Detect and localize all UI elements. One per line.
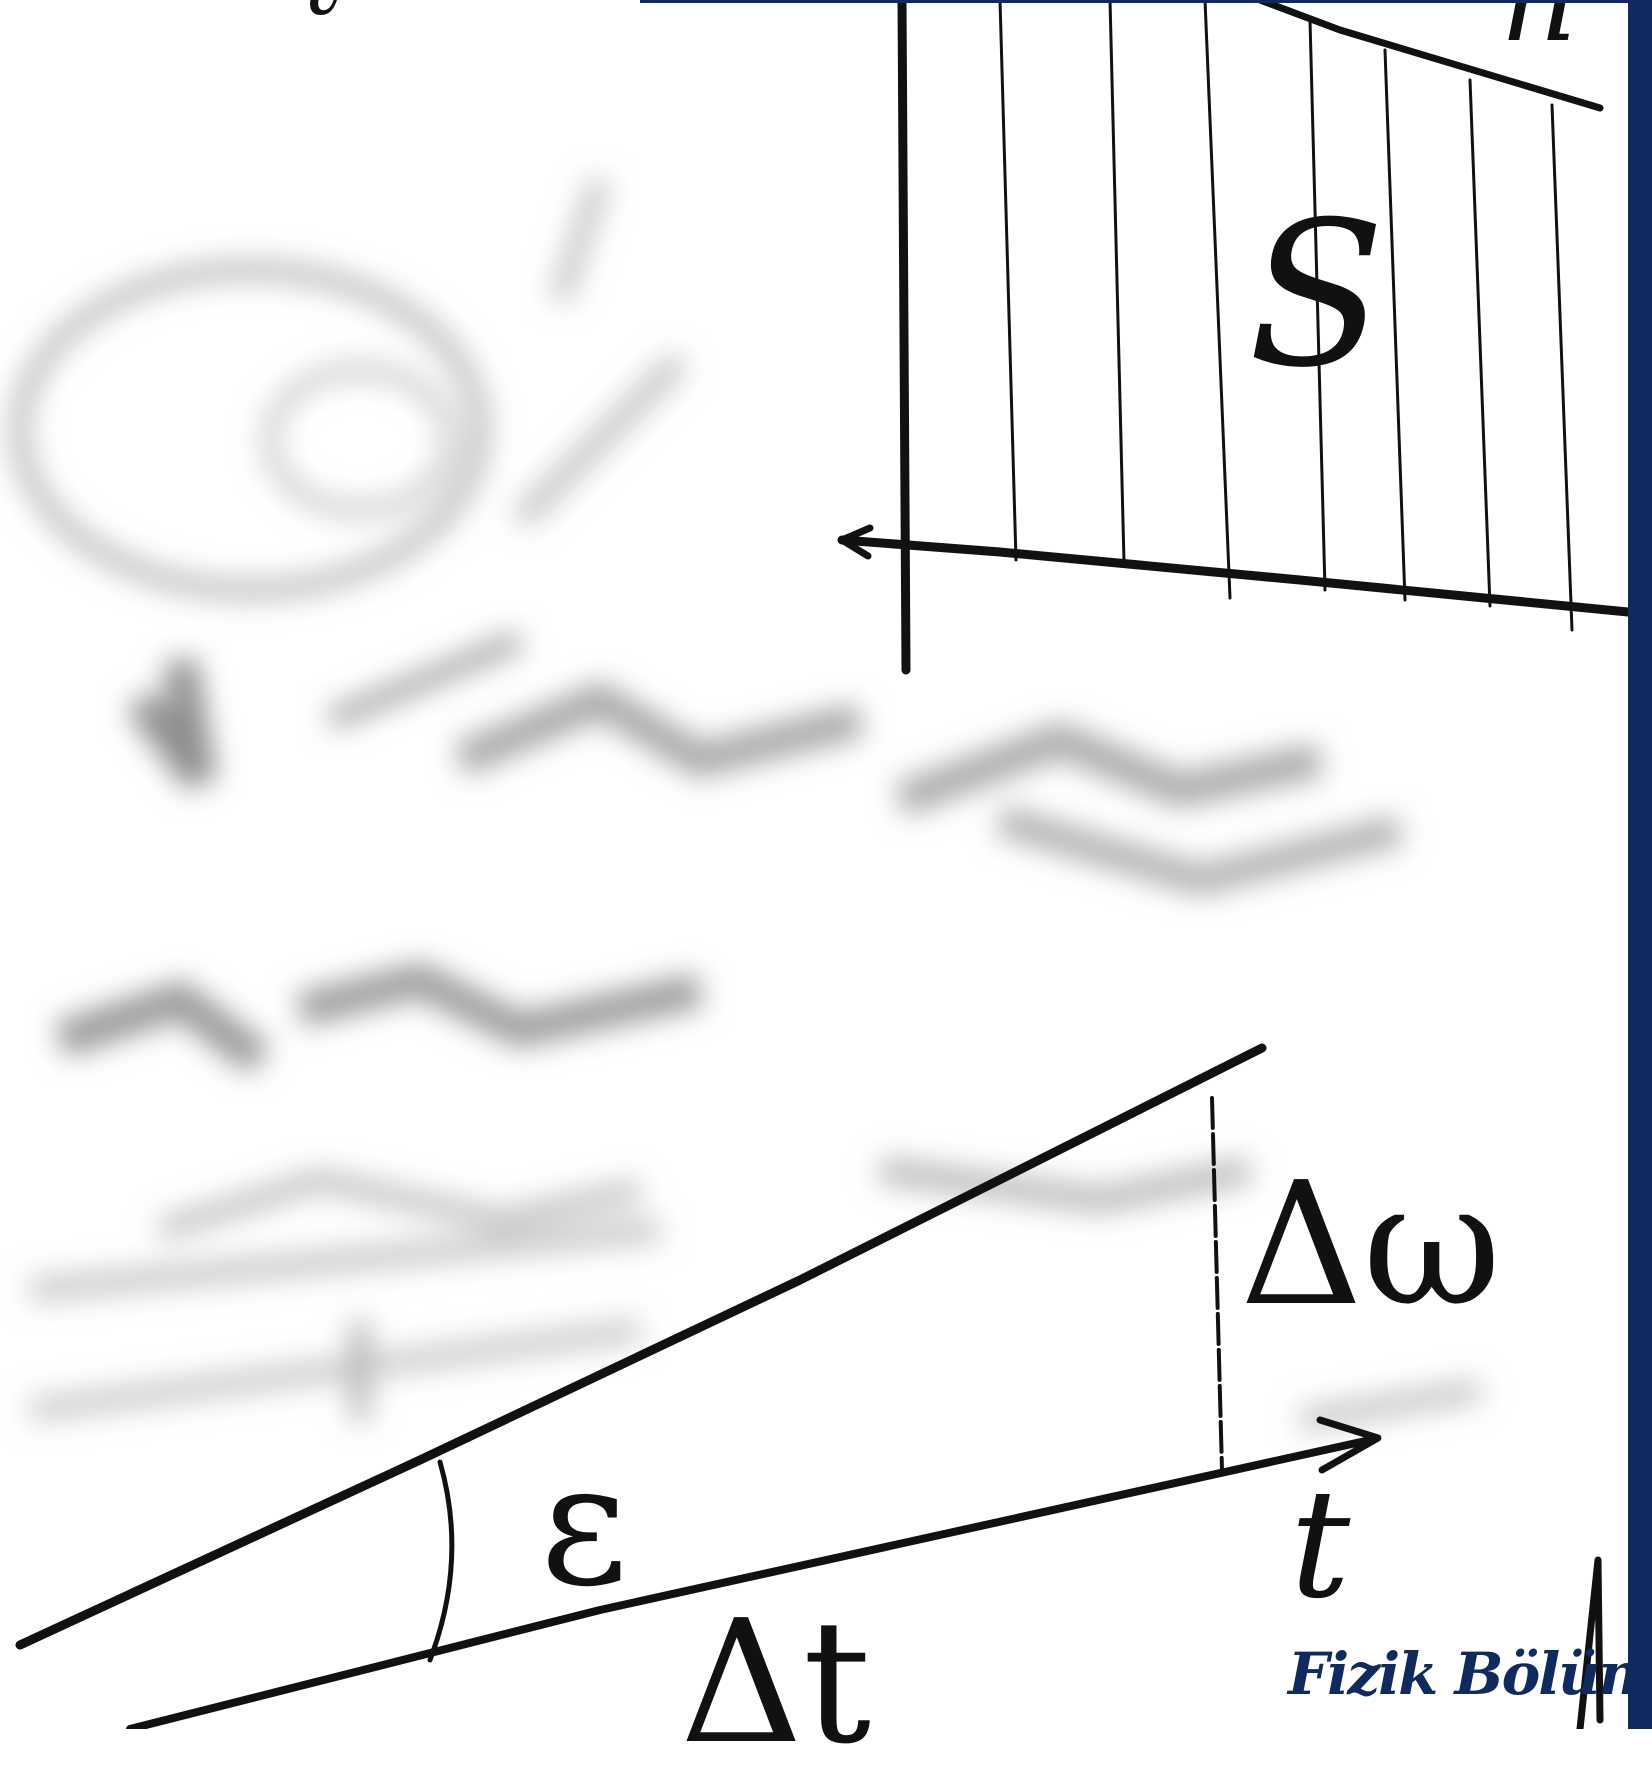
horizontal-axis bbox=[837, 535, 1633, 617]
delta-omega-label: Δω bbox=[1240, 1146, 1502, 1344]
omega-line bbox=[15, 1043, 1267, 1650]
axis-arrowhead bbox=[838, 524, 874, 560]
right-accent-bar bbox=[1628, 0, 1652, 1729]
epsilon-label: ε bbox=[540, 1426, 629, 1624]
top-accent-strip bbox=[640, 0, 1628, 3]
time-axis-arrowhead bbox=[1316, 1416, 1382, 1474]
area-label: S bbox=[1248, 179, 1386, 412]
top-fragment-label: n bbox=[1500, 0, 1577, 60]
top-left-fragment-label: ℓ bbox=[300, 0, 342, 30]
delta-omega-marker bbox=[1210, 1096, 1224, 1472]
department-logo: Fizik Bölümü bbox=[1288, 1640, 1652, 1708]
margin-stroke bbox=[1576, 1556, 1604, 1729]
blurred-background-notes bbox=[10, 176, 1482, 1431]
blackboard-sketch-scene bbox=[10, 0, 1633, 1729]
vertical-axis bbox=[897, 0, 911, 675]
time-axis-line bbox=[126, 1436, 1374, 1729]
delta-t-label: Δt bbox=[680, 1584, 872, 1782]
function-line bbox=[1256, 0, 1604, 112]
angular-velocity-diagram bbox=[15, 1043, 1604, 1729]
area-under-curve-diagram bbox=[837, 0, 1633, 675]
epsilon-angle-arc bbox=[427, 1459, 455, 1663]
time-axis-label: t bbox=[1290, 1458, 1351, 1632]
hatch-lines bbox=[998, 0, 1574, 632]
